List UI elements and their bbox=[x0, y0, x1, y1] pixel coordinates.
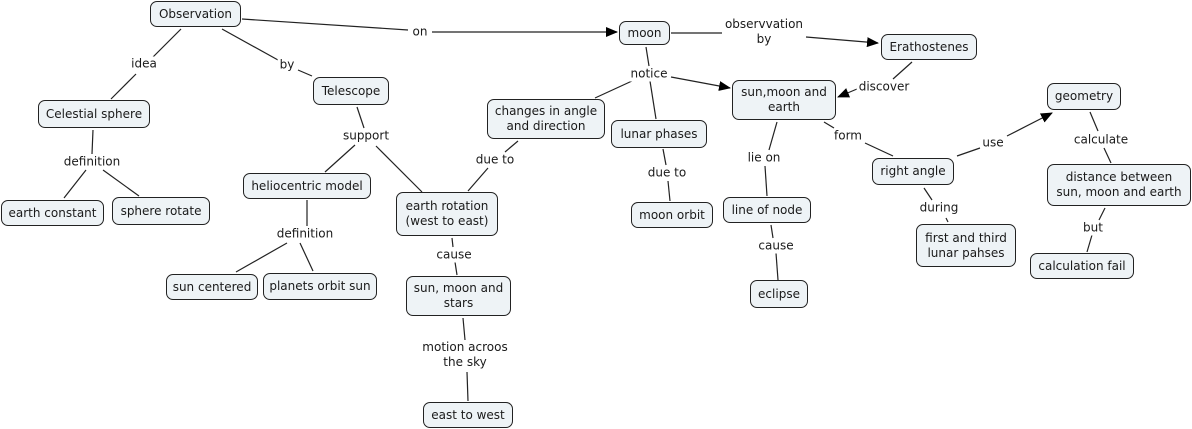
node-celestial-sphere[interactable]: Celestial sphere bbox=[38, 100, 150, 128]
node-eclipse[interactable]: eclipse bbox=[750, 280, 808, 308]
connector bbox=[1089, 111, 1099, 132]
connector bbox=[299, 242, 314, 272]
connector bbox=[1098, 207, 1106, 221]
connector bbox=[667, 180, 671, 202]
connector bbox=[241, 18, 409, 31]
connector bbox=[1103, 147, 1112, 164]
node-east-to-west[interactable]: east to west bbox=[423, 402, 513, 428]
link-label-notice: notice bbox=[628, 66, 670, 82]
connector bbox=[110, 73, 137, 100]
link-label-definition: definition bbox=[274, 226, 336, 242]
link-label-motion-across-sky: motion acroos the sky bbox=[420, 340, 510, 370]
connector bbox=[504, 140, 519, 153]
link-label-form: form bbox=[832, 128, 864, 144]
node-first-third-lunar-phases[interactable]: first and third lunar pahses bbox=[916, 224, 1016, 267]
connector bbox=[823, 121, 835, 129]
link-label-cause: cause bbox=[434, 247, 474, 263]
connector bbox=[775, 252, 779, 281]
connector bbox=[356, 106, 365, 129]
node-moon[interactable]: moon bbox=[619, 21, 670, 45]
connector bbox=[805, 36, 879, 48]
connector bbox=[324, 144, 356, 173]
connector bbox=[151, 28, 182, 59]
link-label-cause: cause bbox=[756, 238, 796, 254]
link-label-due-to: due to bbox=[473, 152, 517, 168]
connector bbox=[451, 237, 454, 248]
node-calculation-fail[interactable]: calculation fail bbox=[1030, 253, 1134, 279]
connector bbox=[764, 165, 768, 197]
node-erathostenes[interactable]: Erathostenes bbox=[881, 34, 977, 60]
link-label-use: use bbox=[980, 135, 1006, 151]
connector bbox=[63, 169, 87, 199]
connector bbox=[649, 80, 657, 120]
link-label-calculate: calculate bbox=[1071, 132, 1131, 148]
connector bbox=[454, 261, 458, 276]
connector bbox=[945, 217, 949, 223]
link-label-due-to: due to bbox=[645, 165, 689, 181]
connector bbox=[768, 121, 778, 151]
link-label-but: but bbox=[1081, 220, 1105, 236]
node-sun-moon-earth[interactable]: sun,moon and earth bbox=[732, 80, 836, 120]
node-planets-orbit-sun[interactable]: planets orbit sun bbox=[263, 273, 377, 300]
connector bbox=[375, 145, 423, 193]
connector bbox=[864, 142, 894, 157]
connector bbox=[466, 371, 469, 402]
node-sun-centered[interactable]: sun centered bbox=[166, 274, 258, 300]
connector bbox=[923, 187, 933, 201]
connector bbox=[645, 46, 650, 67]
link-label-during: during bbox=[917, 200, 961, 216]
connector bbox=[221, 28, 279, 61]
node-heliocentric-model[interactable]: heliocentric model bbox=[243, 173, 371, 199]
connector bbox=[837, 88, 858, 98]
link-label-support: support bbox=[340, 128, 392, 144]
connector bbox=[91, 129, 94, 155]
connector bbox=[594, 80, 633, 99]
node-geometry[interactable]: geometry bbox=[1047, 83, 1121, 110]
node-right-angle[interactable]: right angle bbox=[872, 158, 954, 185]
link-label-discover: discover bbox=[856, 79, 912, 95]
node-earth-constant[interactable]: earth constant bbox=[1, 200, 104, 226]
link-label-definition: definition bbox=[61, 154, 123, 170]
connector bbox=[297, 69, 313, 77]
node-moon-orbit[interactable]: moon orbit bbox=[631, 202, 713, 228]
node-distance-between[interactable]: distance between sun, moon and earth bbox=[1047, 164, 1191, 206]
connector bbox=[956, 147, 981, 157]
link-label-observvation-by: observvation by bbox=[722, 17, 806, 47]
connector bbox=[1086, 234, 1093, 253]
connector bbox=[662, 148, 667, 166]
node-line-of-node[interactable]: line of node bbox=[723, 197, 811, 223]
node-lunar-phases[interactable]: lunar phases bbox=[611, 120, 707, 148]
node-earth-rotation[interactable]: earth rotation (west to east) bbox=[396, 192, 498, 236]
link-label-lie-on: lie on bbox=[745, 150, 783, 166]
link-label-idea: idea bbox=[129, 56, 159, 72]
node-telescope[interactable]: Telescope bbox=[313, 77, 389, 105]
node-sun-moon-stars[interactable]: sun, moon and stars bbox=[406, 276, 511, 316]
connector bbox=[467, 167, 489, 192]
connector bbox=[892, 61, 913, 80]
connector bbox=[462, 317, 466, 341]
link-label-by: by bbox=[277, 57, 297, 73]
node-sphere-rotate[interactable]: sphere rotate bbox=[112, 197, 210, 225]
node-changes-in-angle[interactable]: changes in angle and direction bbox=[487, 99, 605, 139]
link-label-on: on bbox=[410, 24, 430, 40]
connector bbox=[102, 169, 140, 197]
connector bbox=[235, 242, 288, 273]
node-observation[interactable]: Observation bbox=[150, 1, 241, 27]
connector bbox=[670, 76, 731, 91]
connector bbox=[770, 224, 774, 239]
connector bbox=[1006, 112, 1053, 137]
